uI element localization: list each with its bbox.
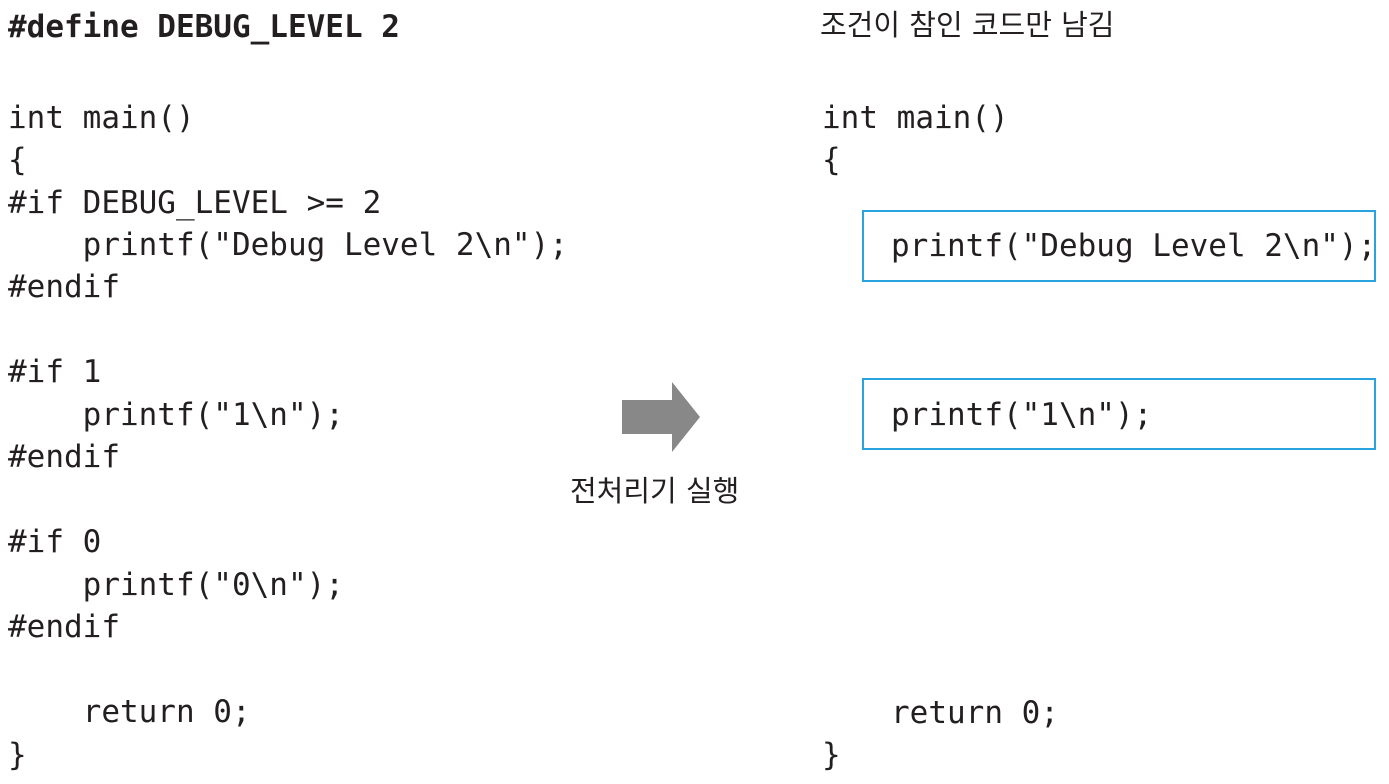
if-zero-line: #if 0 [8, 524, 102, 560]
result-printf-one-line: printf("1\n"); [891, 397, 1153, 433]
printf-debug-line: printf("Debug Level 2\n"); [8, 227, 568, 263]
close-brace-line: } [8, 737, 27, 773]
result-title: 조건이 참인 코드만 남김 [820, 8, 1115, 42]
main-signature-line: int main() [8, 100, 195, 136]
if-one-line: #if 1 [8, 354, 102, 390]
endif-line-2: #endif [8, 439, 120, 475]
arrow-label: 전처리기 실행 [570, 474, 740, 508]
endif-line-1: #endif [8, 269, 120, 305]
result-main-signature-line: int main() [822, 100, 1009, 136]
endif-line-3: #endif [8, 609, 120, 645]
result-return-line: return 0; [891, 695, 1059, 731]
define-directive-line: #define DEBUG_LEVEL 2 [8, 9, 400, 45]
return-line: return 0; [8, 694, 251, 730]
printf-zero-line: printf("0\n"); [8, 567, 344, 603]
printf-one-line: printf("1\n"); [8, 397, 344, 433]
result-close-brace-line: } [822, 737, 841, 773]
kept-code-box-2 [862, 378, 1376, 450]
result-open-brace-line: { [822, 142, 841, 178]
open-brace-line: { [8, 142, 27, 178]
kept-code-box-1 [862, 210, 1376, 282]
right-arrow-icon [622, 382, 700, 452]
result-printf-debug-line: printf("Debug Level 2\n"); [891, 228, 1377, 264]
if-debug-level-line: #if DEBUG_LEVEL >= 2 [8, 185, 382, 221]
